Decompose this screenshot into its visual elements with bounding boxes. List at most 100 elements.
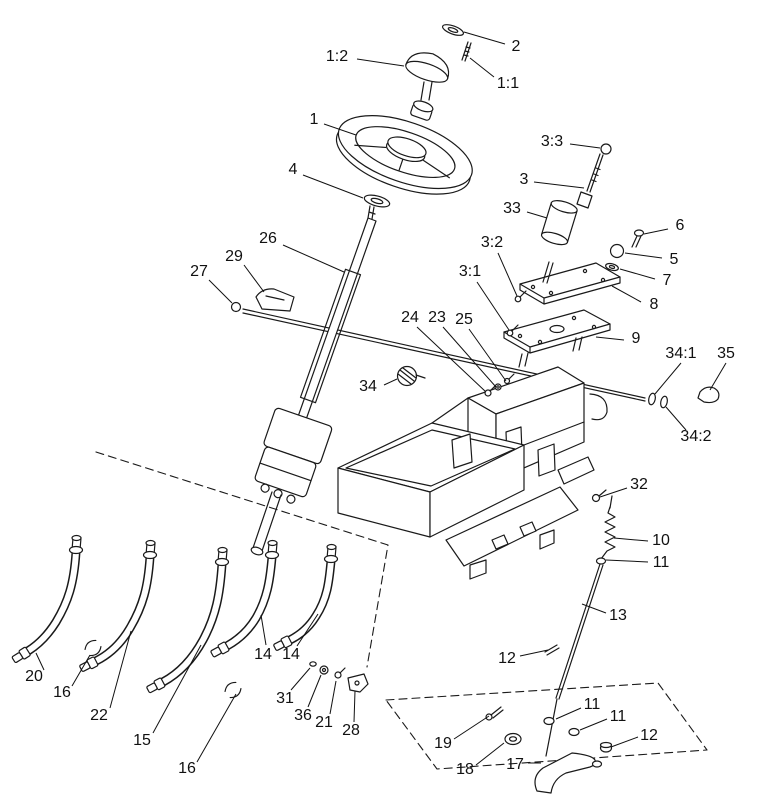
part-callout-35-22: 35 (717, 345, 735, 362)
part-callout-11-41: 11 (584, 696, 601, 713)
washer-2 (441, 24, 465, 36)
leader-line-12-43 (610, 736, 639, 748)
console-body (337, 366, 608, 538)
leader-line-22-34 (109, 630, 132, 709)
leader-line-35-22 (709, 362, 727, 391)
part-callout-36-36: 36 (294, 707, 312, 724)
leader-line-4-6 (302, 174, 364, 199)
steering-wheel (335, 115, 473, 195)
part-callout-25-20: 25 (455, 311, 473, 328)
part-callout-31-35: 31 (276, 690, 294, 707)
leader-line-14-31 (296, 613, 319, 647)
pin-bracket (557, 456, 595, 485)
part-callout-1-3: 1 (310, 111, 319, 128)
control-rod-assembly (544, 495, 616, 757)
part-callout-27-16: 27 (190, 263, 208, 280)
clamp-28 (347, 673, 369, 693)
part-callout-26-14: 26 (259, 230, 277, 247)
pin-32 (591, 493, 601, 503)
part-callout-3-5: 3 (520, 171, 529, 188)
part-callout-5-10: 5 (670, 251, 679, 268)
fastener-3-1 (506, 329, 514, 337)
lever-assembly (485, 706, 613, 794)
diagram-line-art (10, 24, 720, 794)
part-callout-1:1-2: 1:1 (497, 75, 519, 92)
shift-lever-and-switch (540, 143, 645, 284)
wheel-nut (410, 100, 434, 121)
leader-line-31-35 (290, 667, 311, 691)
column-tube (299, 268, 362, 404)
leader-line-11-41 (555, 707, 582, 720)
part-callout-2-0: 2 (512, 38, 521, 55)
leader-line-26-14 (282, 244, 345, 273)
clip-12-upper (544, 644, 560, 656)
part-callout-11-42: 11 (610, 708, 627, 725)
leader-line-7-11 (619, 268, 656, 280)
bolt-21 (334, 671, 342, 679)
leader-line-33-7 (526, 211, 548, 219)
washer-18 (504, 732, 522, 746)
part-callout-13-28: 13 (609, 607, 627, 624)
leader-line-16-33 (71, 654, 91, 687)
bracket-hardware (309, 661, 369, 693)
part-callout-10-26: 10 (652, 532, 670, 549)
leader-line-11-27 (605, 559, 649, 563)
leader-line-20-32 (35, 652, 45, 671)
washer-7 (605, 262, 619, 272)
part-callout-3:2-9: 3:2 (481, 234, 503, 251)
leader-line-8-13 (611, 285, 642, 303)
part-callout-3:3-4: 3:3 (541, 133, 563, 150)
switch-33 (540, 200, 578, 246)
part-callout-8-13: 8 (650, 296, 659, 313)
leader-line-34-23 (383, 378, 398, 386)
leader-line-13-28 (581, 603, 607, 614)
leader-line-3:1-12 (476, 281, 510, 331)
fastener-23 (494, 383, 502, 391)
steering-shaft (250, 205, 377, 556)
part-callout-17-46: 17 (506, 756, 524, 773)
part-callout-21-37: 21 (315, 714, 333, 731)
cotter-pin-19 (485, 713, 493, 721)
part-callout-19-40: 19 (434, 735, 452, 752)
leader-line-25-20 (468, 328, 507, 382)
leader-line-11-42 (579, 718, 608, 731)
washer-31 (309, 661, 317, 667)
leader-line-24-18 (416, 326, 487, 393)
leader-line-1-3 (323, 123, 357, 136)
ball-5 (609, 243, 625, 259)
part-callout-24-18: 24 (401, 309, 419, 326)
part-callout-12-29: 12 (498, 650, 516, 667)
leader-lines (35, 31, 727, 766)
leader-line-9-17 (595, 336, 625, 341)
part-callout-1:2-1: 1:2 (326, 48, 348, 65)
leader-line-2-0 (463, 31, 506, 45)
leader-line-3-5 (533, 181, 585, 189)
leader-line-29-15 (243, 264, 265, 293)
part-callout-23-19: 23 (428, 309, 446, 326)
part-callout-34:1-21: 34:1 (665, 345, 696, 362)
part-callout-6-8: 6 (676, 217, 685, 234)
washer-11-top (595, 557, 607, 565)
part-callout-20-32: 20 (25, 668, 43, 685)
assembly-boundary-lines (95, 451, 708, 770)
steering-valve (254, 407, 333, 504)
spacer-36 (319, 665, 329, 675)
part-callout-11-27: 11 (653, 554, 670, 571)
part-callout-3:1-12: 3:1 (459, 263, 481, 280)
leader-line-10-26 (613, 537, 649, 542)
cap-1-2 (405, 52, 450, 83)
mounting-plates (503, 262, 621, 368)
leader-line-6-8 (643, 228, 669, 235)
part-callout-15-39: 15 (133, 732, 151, 749)
leader-line-3:2-9 (497, 252, 518, 297)
steering-wheel-stack (335, 24, 473, 208)
leader-line-15-39 (152, 644, 202, 734)
leader-line-21-37 (329, 680, 337, 715)
leader-line-1:1-2 (469, 57, 495, 78)
bracket-29 (255, 288, 295, 312)
part-callout-32-25: 32 (630, 476, 648, 493)
fastener-25 (503, 377, 511, 385)
